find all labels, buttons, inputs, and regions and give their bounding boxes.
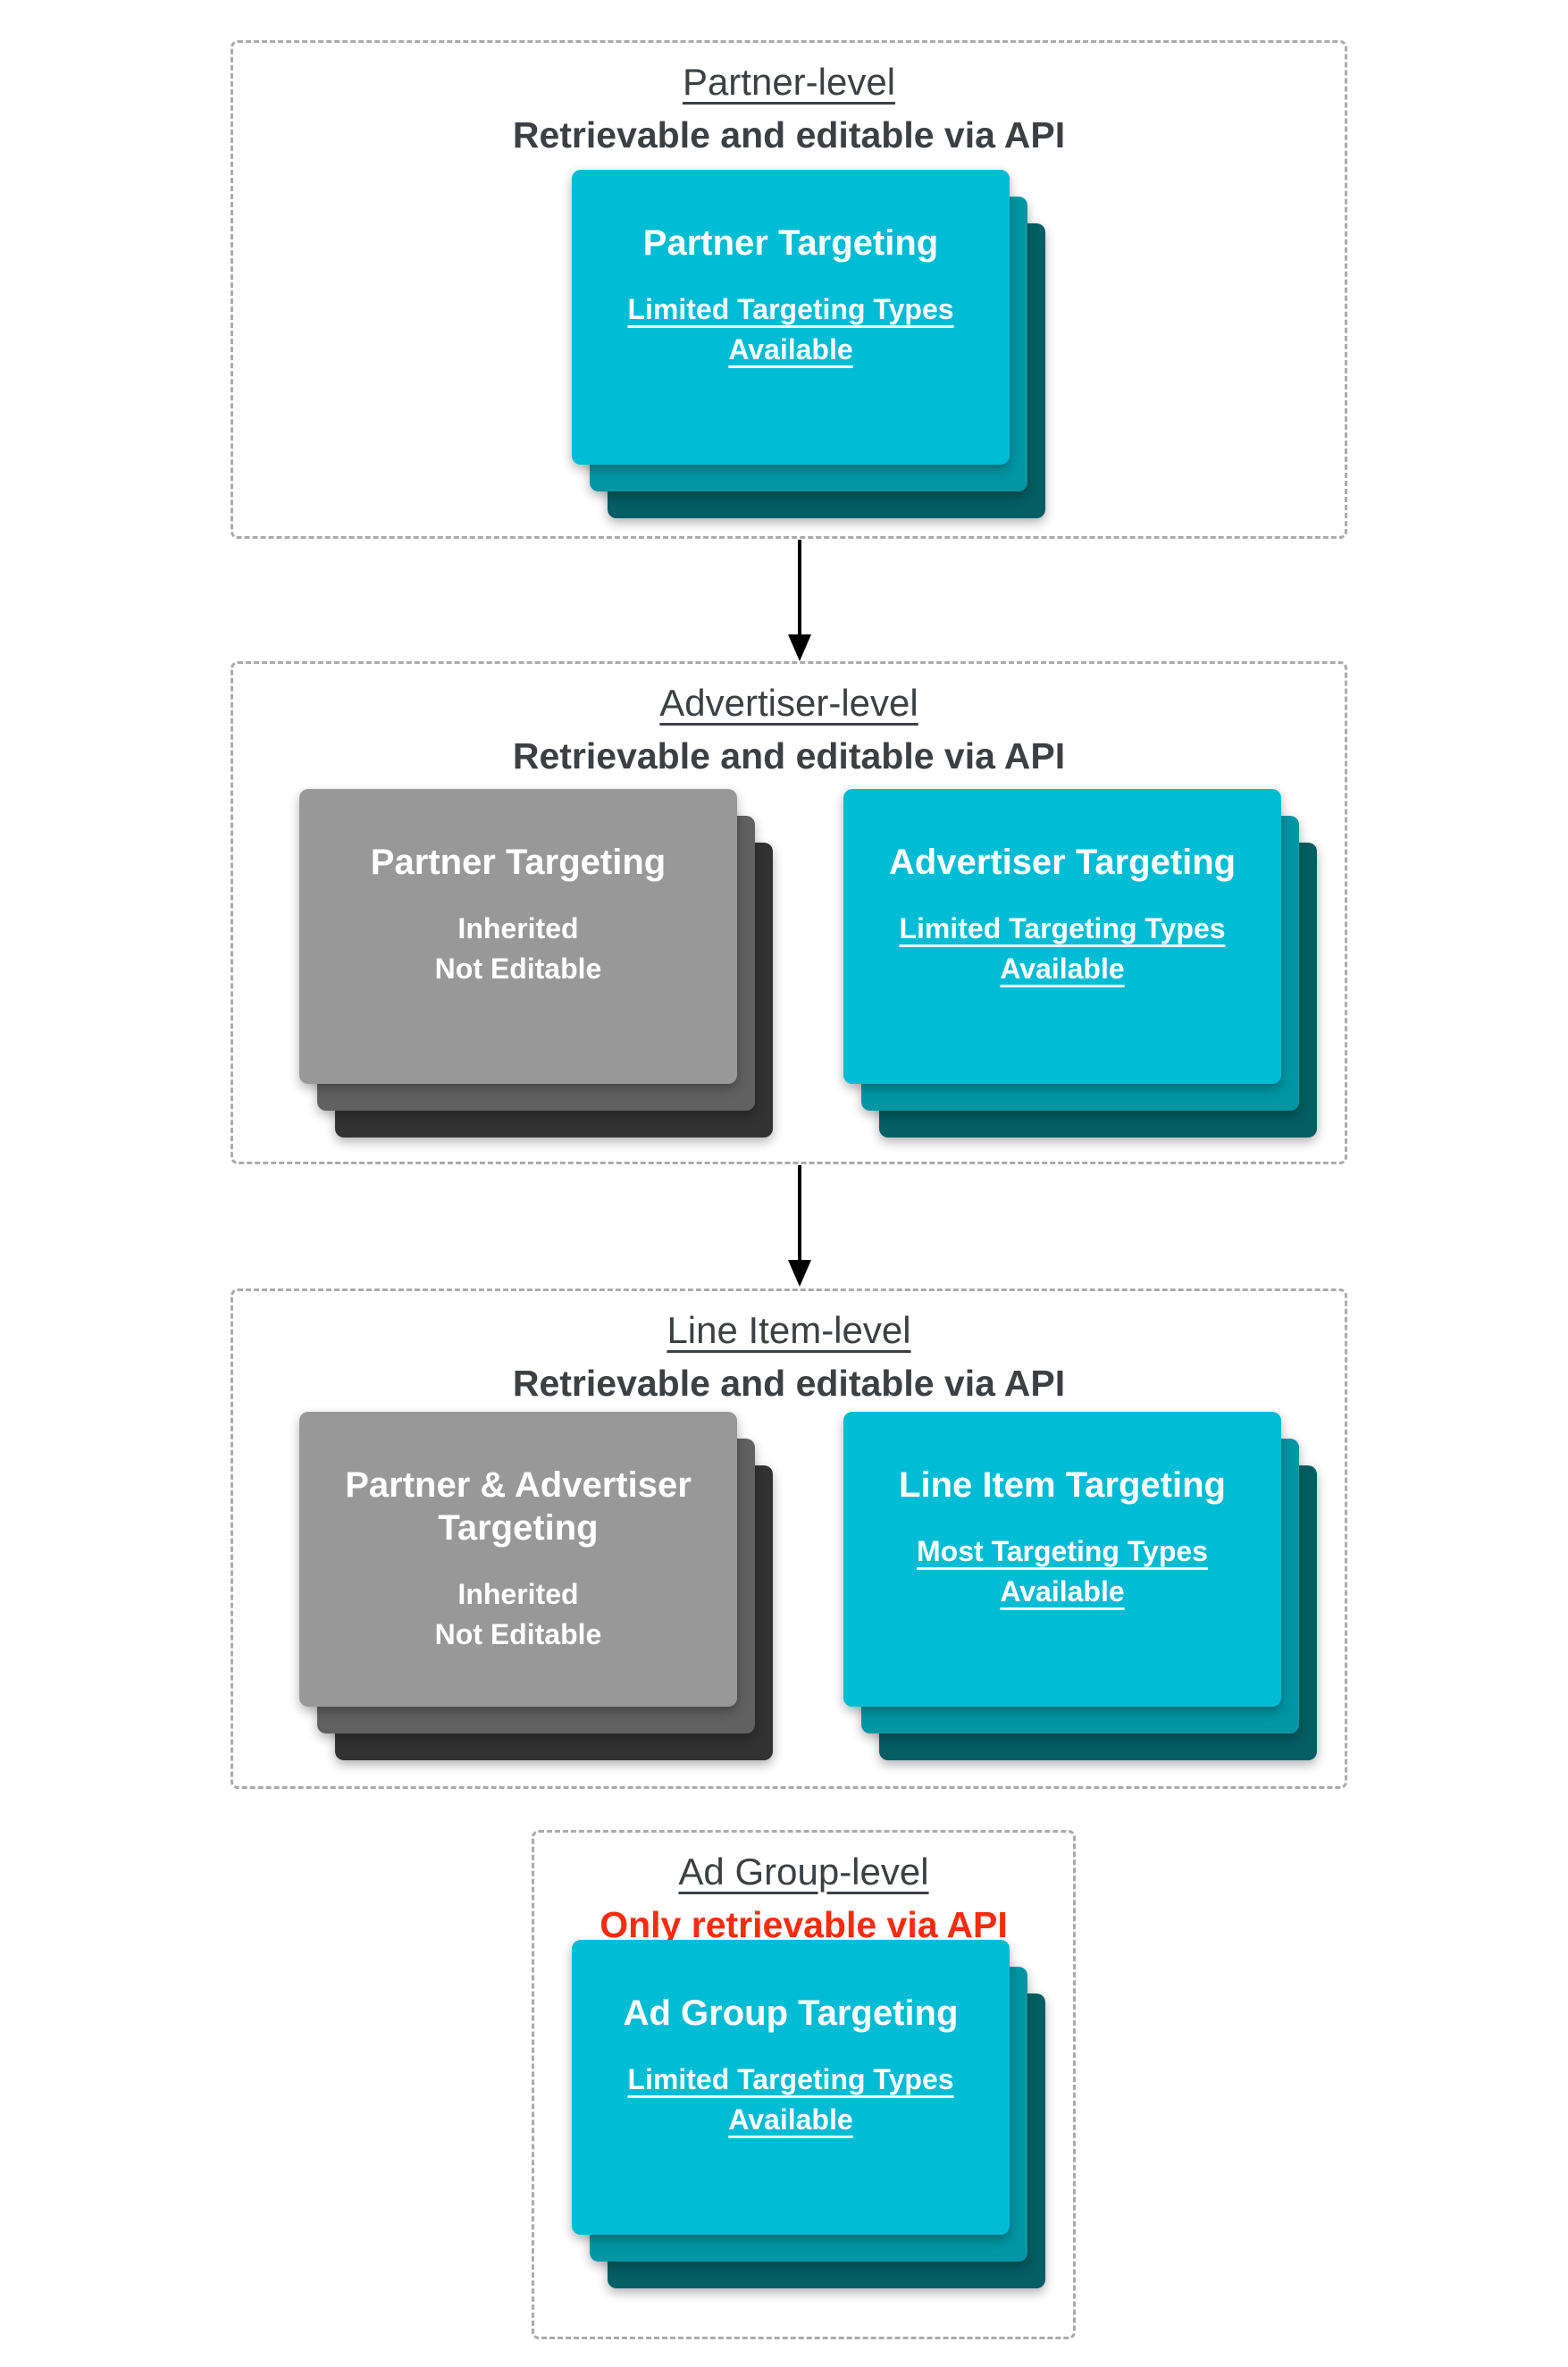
card-subtitle-line: Available	[1000, 1575, 1125, 1608]
card-subtitle: Limited Targeting Types Available	[899, 909, 1225, 990]
card-subtitle: Limited Targeting Types Available	[627, 290, 953, 371]
section-subtitle: Only retrievable via API	[600, 1904, 1008, 1945]
card-title: Ad Group Targeting	[623, 1993, 959, 2033]
card-title: Partner Targeting	[370, 843, 667, 882]
card-subtitle: Most Targeting Types Available	[917, 1532, 1208, 1613]
flow-arrow-down-icon	[788, 1165, 811, 1287]
card-inherited-partner-advertiser-targeting: Partner & Advertiser Targeting Inherited…	[299, 1412, 737, 1707]
section-subtitle: Retrievable and editable via API	[512, 735, 1066, 776]
arrow-shaft	[798, 540, 801, 636]
card-line-item-targeting: Line Item Targeting Most Targeting Types…	[843, 1412, 1281, 1707]
card-subtitle-line: Available	[1000, 953, 1125, 986]
section-partner-level: Partner-level Retrievable and editable v…	[231, 40, 1347, 539]
section-heading: Ad Group-level Only retrievable via API	[534, 1851, 1073, 1946]
card-title: Line Item Targeting	[899, 1465, 1226, 1505]
card-subtitle-line: Most Targeting Types	[917, 1535, 1208, 1567]
card-stack-inherited-partner-advertiser-targeting: Partner & Advertiser Targeting Inherited…	[299, 1412, 773, 1760]
card-stack-inherited-partner-targeting: Partner Targeting Inherited Not Editable	[299, 789, 773, 1137]
card-subtitle-line: Inherited	[457, 1578, 579, 1610]
card-advertiser-targeting: Advertiser Targeting Limited Targeting T…	[843, 789, 1281, 1084]
section-title: Line Item-level	[667, 1309, 911, 1351]
section-title: Advertiser-level	[659, 682, 918, 724]
section-heading: Advertiser-level Retrievable and editabl…	[233, 682, 1345, 777]
card-inherited-partner-targeting: Partner Targeting Inherited Not Editable	[299, 789, 737, 1084]
card-ad-group-targeting: Ad Group Targeting Limited Targeting Typ…	[572, 1940, 1010, 2235]
card-stack-partner-targeting: Partner Targeting Limited Targeting Type…	[572, 170, 1045, 518]
card-subtitle-line: Available	[728, 333, 853, 366]
card-subtitle-line: Available	[728, 2103, 853, 2136]
arrow-head	[788, 1260, 811, 1287]
section-title: Ad Group-level	[678, 1851, 929, 1893]
section-ad-group-level: Ad Group-level Only retrievable via API …	[532, 1830, 1076, 2339]
card-subtitle-line: Limited Targeting Types	[627, 293, 954, 325]
card-stack-ad-group-targeting: Ad Group Targeting Limited Targeting Typ…	[572, 1940, 1045, 2288]
section-heading: Partner-level Retrievable and editable v…	[233, 61, 1345, 156]
section-advertiser-level: Advertiser-level Retrievable and editabl…	[231, 661, 1347, 1164]
card-subtitle-line: Inherited	[457, 912, 579, 944]
card-stack-advertiser-targeting: Advertiser Targeting Limited Targeting T…	[843, 789, 1317, 1137]
section-subtitle: Retrievable and editable via API	[512, 114, 1066, 155]
card-subtitle-line: Limited Targeting Types	[627, 2063, 954, 2095]
card-title: Advertiser Targeting	[888, 843, 1237, 882]
section-line-item-level: Line Item-level Retrievable and editable…	[231, 1288, 1347, 1789]
card-title: Partner & Advertiser Targeting	[345, 1465, 692, 1548]
card-subtitle-line: Limited Targeting Types	[899, 912, 1226, 944]
card-subtitle: Limited Targeting Types Available	[627, 2060, 953, 2141]
card-partner-targeting: Partner Targeting Limited Targeting Type…	[572, 170, 1010, 465]
card-subtitle-line: Not Editable	[434, 1618, 602, 1651]
section-heading: Line Item-level Retrievable and editable…	[233, 1309, 1345, 1405]
section-subtitle: Retrievable and editable via API	[512, 1363, 1066, 1404]
card-title: Partner Targeting	[642, 223, 939, 263]
card-stack-line-item-targeting: Line Item Targeting Most Targeting Types…	[843, 1412, 1317, 1760]
card-subtitle: Inherited Not Editable	[435, 909, 602, 990]
card-subtitle: Inherited Not Editable	[435, 1574, 602, 1656]
arrow-shaft	[798, 1165, 801, 1262]
card-subtitle-line: Not Editable	[434, 953, 602, 986]
arrow-head	[788, 634, 811, 661]
section-title: Partner-level	[682, 61, 896, 103]
flow-arrow-down-icon	[788, 540, 811, 661]
